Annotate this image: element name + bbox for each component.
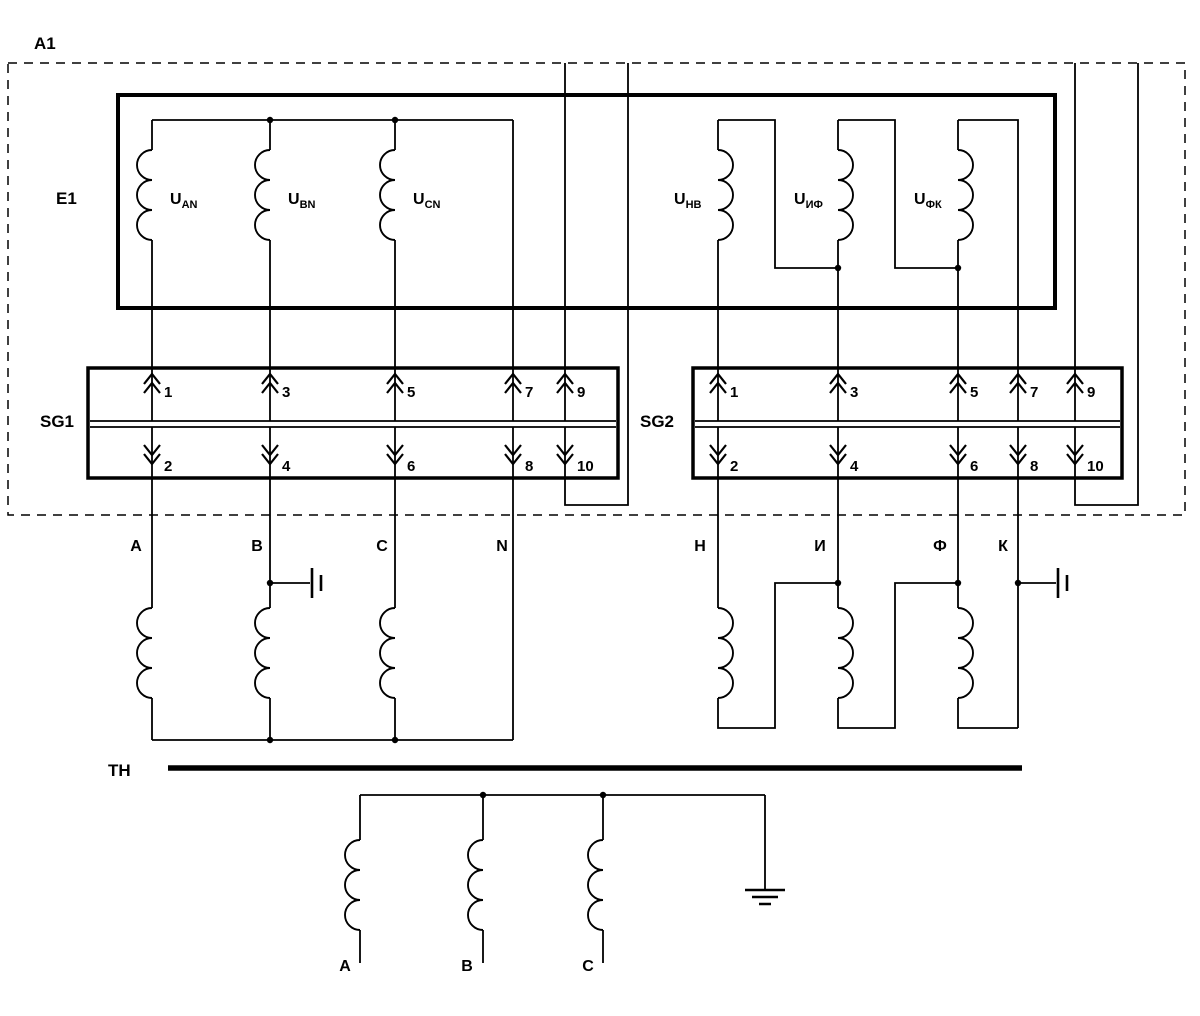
a1-block: A1 bbox=[7, 34, 1186, 516]
phase-label-a: A bbox=[130, 538, 142, 555]
e1-module-label: E1 bbox=[56, 189, 77, 208]
sg1-terminal-number: 3 bbox=[282, 384, 290, 401]
primary-phase-label-b: B bbox=[461, 958, 473, 975]
wiring-left-star bbox=[151, 119, 514, 421]
sg2-terminal-number: 5 bbox=[970, 384, 978, 401]
winding-coil-unv bbox=[717, 149, 734, 241]
winding-coil-ucn bbox=[379, 149, 396, 241]
secondary-coil-f-aux bbox=[957, 607, 974, 699]
secondary-coil-n-aux bbox=[717, 607, 734, 699]
sg2-box bbox=[691, 366, 1124, 480]
primary-winding-coil-a bbox=[344, 839, 361, 931]
sg2-terminal-number: 6 bbox=[970, 458, 978, 475]
sg1-terminal-number: 7 bbox=[525, 384, 533, 401]
winding-label-ubn: UBN bbox=[288, 191, 316, 211]
sg2-contact-bar bbox=[695, 420, 1120, 428]
vt-secondary-section: A B C N Н И Ф К bbox=[130, 427, 1069, 744]
phase-label-c: C bbox=[376, 538, 388, 555]
e1-module: E1 UAN UBN UCN UНВ UИФ UФК bbox=[56, 93, 1057, 421]
winding-label-ufk: UФК bbox=[914, 191, 942, 211]
e1-module-box bbox=[116, 93, 1057, 310]
wiring-secondary-delta bbox=[717, 427, 1056, 729]
sg1-terminal-number: 5 bbox=[407, 384, 415, 401]
sg2-terminal-number: 7 bbox=[1030, 384, 1038, 401]
phase-label-i-aux: И bbox=[814, 538, 826, 555]
a1-block-label: A1 bbox=[34, 34, 56, 53]
winding-coil-ubn bbox=[254, 149, 271, 241]
sg2-label: SG2 bbox=[640, 412, 674, 431]
junction-dots-secondary bbox=[266, 579, 1022, 744]
sg1-terminal-number: 4 bbox=[282, 458, 291, 475]
winding-label-uan: UAN bbox=[170, 191, 198, 211]
secondary-coil-i-aux bbox=[837, 607, 854, 699]
sg1-terminal-number: 2 bbox=[164, 458, 172, 475]
winding-label-unv: UНВ bbox=[674, 191, 702, 211]
a1-block-boundary bbox=[7, 62, 1186, 516]
sg2-terminal-number: 9 bbox=[1087, 384, 1095, 401]
junction-dots-e1 bbox=[266, 116, 962, 272]
phase-label-k-aux: К bbox=[998, 538, 1008, 555]
wiring-secondary-star bbox=[151, 427, 514, 741]
transformer-label: ТН bbox=[108, 761, 131, 780]
earth-symbol-primary-neutral bbox=[743, 888, 787, 906]
winding-coil-uan bbox=[136, 149, 153, 241]
wiring-right-delta-top bbox=[717, 119, 1019, 421]
vt-primary-section: ТН A B C bbox=[108, 761, 1022, 975]
ground-symbol-k-phase bbox=[1056, 566, 1069, 600]
sg1-terminal-number: 6 bbox=[407, 458, 415, 475]
sg2-terminal-number: 3 bbox=[850, 384, 858, 401]
secondary-coil-b bbox=[254, 607, 271, 699]
sg1-terminal-number: 9 bbox=[577, 384, 585, 401]
winding-coil-uif bbox=[837, 149, 854, 241]
primary-winding-coil-c bbox=[587, 839, 604, 931]
sg2-terminal-number: 8 bbox=[1030, 458, 1038, 475]
sg2-terminal-number: 10 bbox=[1087, 458, 1104, 475]
sg1-box bbox=[86, 366, 620, 480]
junction-dots-primary bbox=[479, 791, 607, 799]
sg1-terminal-number: 1 bbox=[164, 384, 172, 401]
winding-label-uif: UИФ bbox=[794, 191, 823, 211]
winding-label-ucn: UCN bbox=[413, 191, 441, 211]
secondary-coil-c bbox=[379, 607, 396, 699]
sg2-terminal-number: 4 bbox=[850, 458, 859, 475]
sg2-terminal-block: SG2 1 3 5 7 9 2 4 6 8 10 bbox=[640, 366, 1124, 480]
sg2-terminal-number: 2 bbox=[730, 458, 738, 475]
primary-phase-label-c: C bbox=[582, 958, 594, 975]
secondary-coil-a bbox=[136, 607, 153, 699]
sg1-contact-bar bbox=[90, 420, 616, 428]
primary-winding-coil-b bbox=[467, 839, 484, 931]
sg1-terminal-number: 8 bbox=[525, 458, 533, 475]
phase-label-b: B bbox=[251, 538, 263, 555]
sg1-terminal-number: 10 bbox=[577, 458, 594, 475]
phase-label-n-aux: Н bbox=[694, 538, 706, 555]
sg2-terminal-number: 1 bbox=[730, 384, 738, 401]
ground-symbol-b-phase bbox=[310, 566, 323, 600]
wiring-external-leads bbox=[564, 63, 1139, 506]
phase-label-n: N bbox=[496, 538, 508, 555]
sg1-label: SG1 bbox=[40, 412, 74, 431]
sg1-terminal-block: SG1 1 3 5 7 9 2 4 6 8 10 bbox=[40, 366, 620, 480]
phase-label-f-aux: Ф bbox=[933, 538, 947, 555]
winding-coil-ufk bbox=[957, 149, 974, 241]
primary-phase-label-a: A bbox=[339, 958, 351, 975]
wiring-primary bbox=[359, 794, 766, 963]
